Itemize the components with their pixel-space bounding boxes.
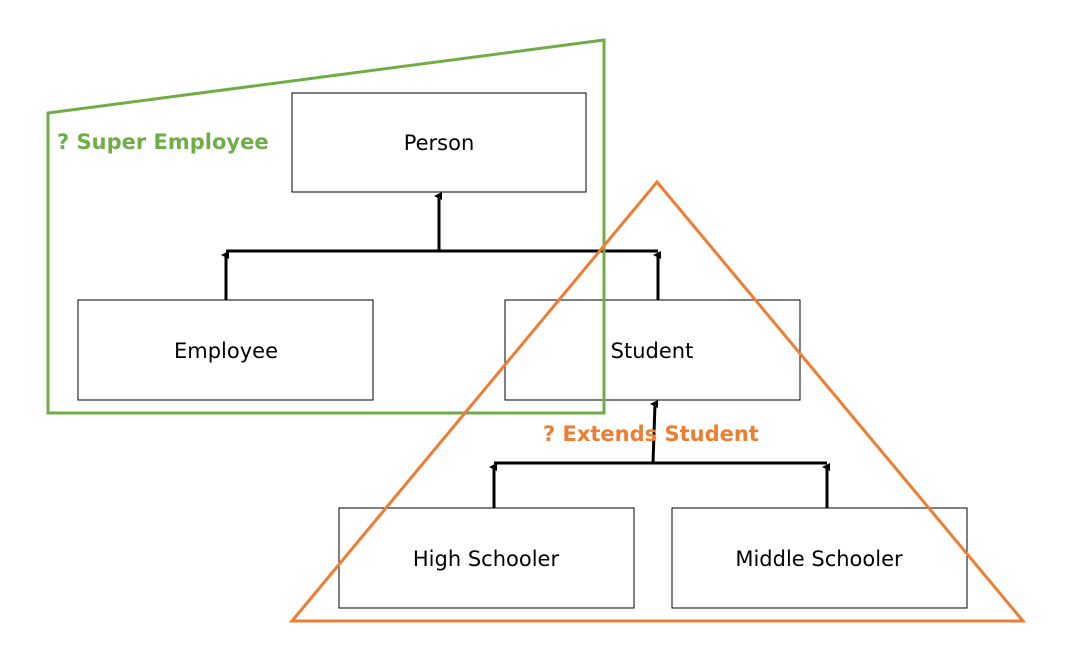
employee-class-node: Employee (77, 299, 374, 401)
student-label: Student (611, 339, 694, 363)
extends-student-group-label: ? Extends Student (543, 422, 759, 446)
employee-box (77, 299, 374, 401)
student-sub-connector-arrow (650, 400, 659, 464)
super-employee-group-outline (46, 38, 606, 415)
person-label: Person (404, 131, 475, 155)
high-schooler-box (338, 507, 635, 609)
middle-schooler-class-node: Middle Schooler (671, 507, 968, 609)
high-schooler-label: High Schooler (413, 547, 560, 571)
middle-schooler-label: Middle Schooler (735, 547, 903, 571)
person-class-node: Person (291, 92, 587, 193)
student-box (504, 299, 801, 401)
employee-label: Employee (174, 339, 278, 363)
high-schooler-class-node: High Schooler (338, 507, 635, 609)
student-inheritance-connector (489, 400, 830, 508)
super-employee-group-label: ? Super Employee (57, 130, 269, 154)
middle-schooler-box (671, 507, 968, 609)
extends-student-group-outline (288, 179, 1027, 623)
person-box (291, 92, 587, 193)
person-inheritance-connector (221, 192, 661, 300)
student-class-node: Student (504, 299, 801, 401)
